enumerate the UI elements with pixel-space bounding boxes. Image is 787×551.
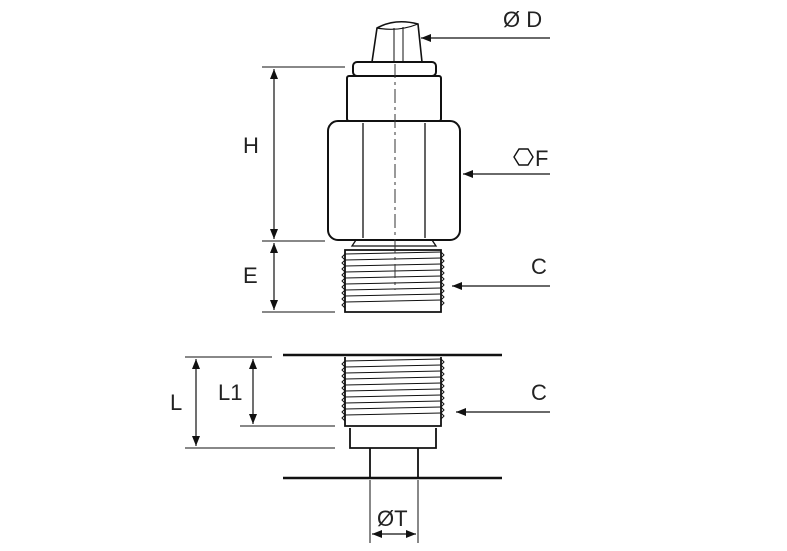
thread-crest	[440, 388, 445, 396]
thread-crest	[341, 289, 346, 297]
thread-crest	[341, 265, 346, 273]
thread-line	[344, 412, 442, 416]
thread-crest	[440, 299, 445, 307]
label-e: E	[243, 263, 258, 288]
label-h: H	[243, 133, 259, 158]
thread-line	[344, 287, 442, 291]
port-section	[283, 353, 502, 480]
thread-crest	[341, 259, 346, 267]
label-l: L	[170, 390, 182, 415]
thread-crest	[341, 295, 346, 303]
thread-crest	[440, 370, 445, 378]
thread-line	[344, 263, 442, 267]
thread-crest	[341, 253, 346, 261]
label-c-lower: C	[531, 380, 547, 405]
thread-crest	[440, 400, 445, 408]
leader-c-lower: C	[456, 380, 550, 416]
thread-line	[344, 257, 442, 261]
thread-crest	[440, 251, 445, 259]
thread-crest	[440, 406, 445, 414]
thread-line	[344, 251, 442, 255]
hex-nut	[327, 120, 461, 247]
thread-crest	[341, 378, 346, 386]
label-t: ØT	[377, 506, 408, 531]
thread-line	[344, 364, 442, 368]
thread-crest	[341, 366, 346, 374]
thread-crest	[440, 376, 445, 384]
thread-crest	[440, 269, 445, 277]
thread-crest	[440, 263, 445, 271]
thread-crest	[440, 281, 445, 289]
thread-crest	[341, 396, 346, 404]
thread-line	[344, 376, 442, 380]
thread-line	[344, 406, 442, 410]
thread-crest	[341, 283, 346, 291]
tube	[371, 20, 423, 63]
thread-crest	[341, 372, 346, 380]
leader-c-upper: C	[452, 254, 550, 290]
label-d: Ø D	[503, 7, 542, 32]
thread-crest	[440, 364, 445, 372]
thread-crest	[341, 402, 346, 410]
thread-crest	[341, 390, 346, 398]
thread-crest	[440, 394, 445, 402]
leader-d: Ø D	[421, 7, 550, 42]
thread-crest	[440, 287, 445, 295]
leader-f: F	[463, 146, 550, 178]
label-f: F	[535, 146, 548, 171]
thread-crest	[440, 358, 445, 366]
thread-crest	[440, 412, 445, 420]
thread-crest	[341, 360, 346, 368]
dimension-l-l1: L L1	[170, 356, 335, 449]
thread-crest	[440, 382, 445, 390]
thread-crest	[440, 275, 445, 283]
thread-line	[344, 388, 442, 392]
thread-crest	[341, 408, 346, 416]
thread-crest	[341, 414, 346, 422]
thread-crest	[341, 384, 346, 392]
thread-upper	[341, 249, 445, 313]
thread-crest	[341, 277, 346, 285]
thread-crest	[341, 301, 346, 309]
dimension-t: ØT	[369, 480, 419, 543]
thread-line	[344, 299, 442, 303]
thread-line	[344, 275, 442, 279]
thread-crest	[440, 257, 445, 265]
thread-line	[344, 281, 442, 285]
thread-line	[344, 269, 442, 273]
dimension-h-e: H E	[243, 66, 345, 313]
thread-line	[344, 394, 442, 398]
hexagon-icon	[513, 148, 534, 166]
thread-line	[344, 370, 442, 374]
thread-line	[344, 382, 442, 386]
fitting-upper	[327, 20, 461, 313]
thread-line	[344, 400, 442, 404]
thread-crest	[341, 271, 346, 279]
thread-line	[344, 358, 442, 362]
thread-line	[344, 293, 442, 297]
label-l1: L1	[218, 380, 242, 405]
label-c-upper: C	[531, 254, 547, 279]
thread-crest	[440, 293, 445, 301]
collar	[346, 75, 442, 122]
